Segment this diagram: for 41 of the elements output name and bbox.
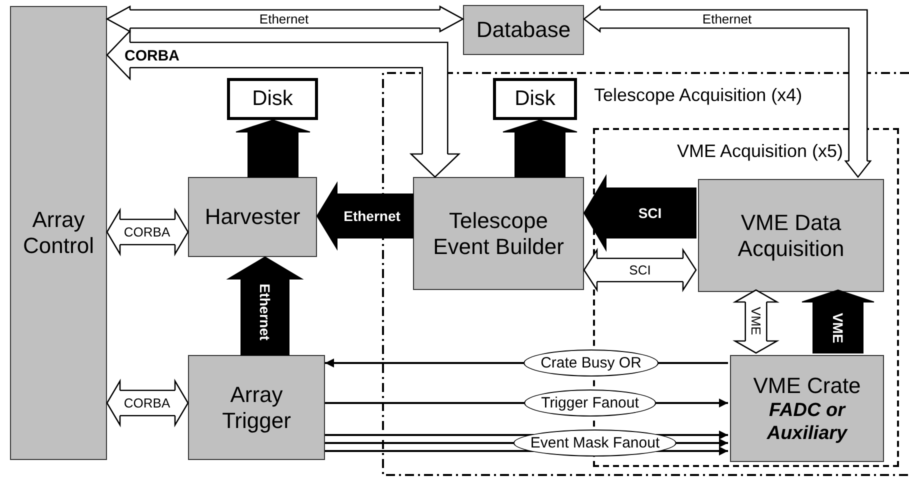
- edge-label: Ethernet: [258, 284, 272, 340]
- edge-label: Trigger Fanout: [524, 390, 656, 416]
- region-label: VME Acquisition (x5): [676, 140, 843, 163]
- block-arrow: [316, 181, 414, 251]
- box-label: FADC or Auxiliary: [766, 398, 849, 444]
- edge-label: Ethernet: [344, 209, 400, 223]
- edge-label: Crate Busy OR: [524, 350, 658, 376]
- edge-label: Ethernet: [702, 12, 752, 26]
- block-arrow: [583, 174, 696, 252]
- edge-label: CORBA: [124, 226, 170, 238]
- edge-label: VME: [750, 306, 762, 336]
- box-label: Telescope Event Builder: [432, 208, 565, 260]
- edge-label: SCI: [638, 206, 662, 220]
- box-label: VME Crate: [753, 372, 861, 398]
- edge-label: Ethernet: [259, 12, 309, 26]
- process-box: [413, 177, 584, 290]
- box-label: Array Control: [23, 207, 94, 259]
- process-box: [10, 6, 107, 460]
- block-arrow: [502, 119, 578, 178]
- process-box: [698, 179, 884, 292]
- storage-box: [493, 78, 577, 120]
- region-label: Telescope Acquisition (x4): [594, 84, 802, 107]
- box-label: Disk: [252, 86, 293, 112]
- edge-label: CORBA: [124, 396, 170, 410]
- edge-label: CORBA: [124, 48, 180, 64]
- edge-label: VME: [831, 312, 845, 344]
- box-label: Disk: [514, 86, 556, 112]
- box-label: VME Data Acquisition: [736, 210, 846, 262]
- edge-label: SCI: [629, 264, 651, 276]
- process-box: [463, 5, 584, 55]
- block-arrow: [226, 256, 304, 356]
- box-label: Harvester: [204, 204, 300, 230]
- process-box: [730, 355, 884, 462]
- process-box: [188, 177, 317, 257]
- box-label: Database: [476, 17, 571, 43]
- process-box: [188, 355, 325, 460]
- storage-box: [227, 78, 318, 120]
- edge-label: Event Mask Fanout: [513, 430, 677, 456]
- box-label: Array Trigger: [221, 382, 292, 434]
- block-arrow: [236, 119, 310, 178]
- block-arrow: [802, 289, 874, 354]
